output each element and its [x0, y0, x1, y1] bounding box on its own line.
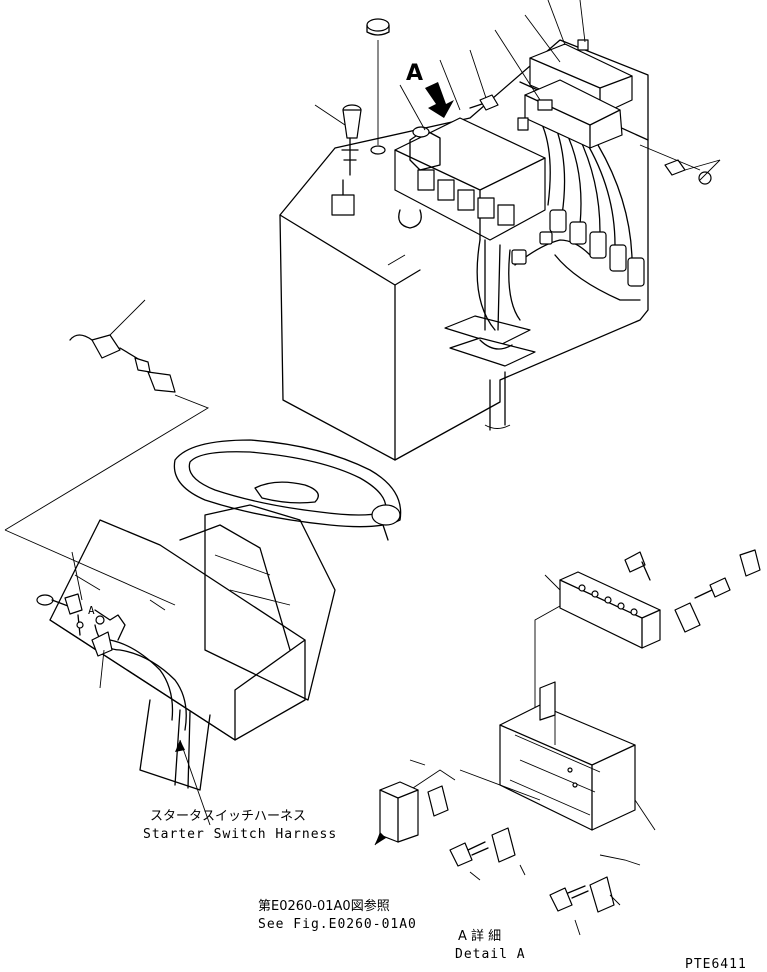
steering-column: A — [36, 439, 402, 826]
view-arrow-a: A — [406, 61, 454, 118]
see-fig-jp-label: 第E0260-01A0図参照 — [258, 898, 390, 914]
detail-a-jp-label: A 詳 細 — [458, 928, 501, 944]
see-fig-en-label: See Fig.E0260-01A0 — [258, 917, 417, 932]
leader-lines-upper — [314, 0, 721, 181]
detail-a-en-label: Detail A — [455, 947, 526, 962]
view-marker-a-label: A — [406, 61, 423, 86]
starter-connector — [4, 299, 210, 606]
dashboard-console — [279, 18, 721, 461]
starter-harness-jp-label: スタータスイッチハーネス — [150, 809, 306, 824]
labels: スタータスイッチハーネス Starter Switch Harness 第E02… — [143, 809, 747, 972]
detail-a-assembly — [374, 549, 761, 936]
figure-code-label: PTE6411 — [685, 957, 747, 972]
svg-text:A: A — [88, 604, 96, 617]
starter-harness-en-label: Starter Switch Harness — [143, 827, 337, 842]
